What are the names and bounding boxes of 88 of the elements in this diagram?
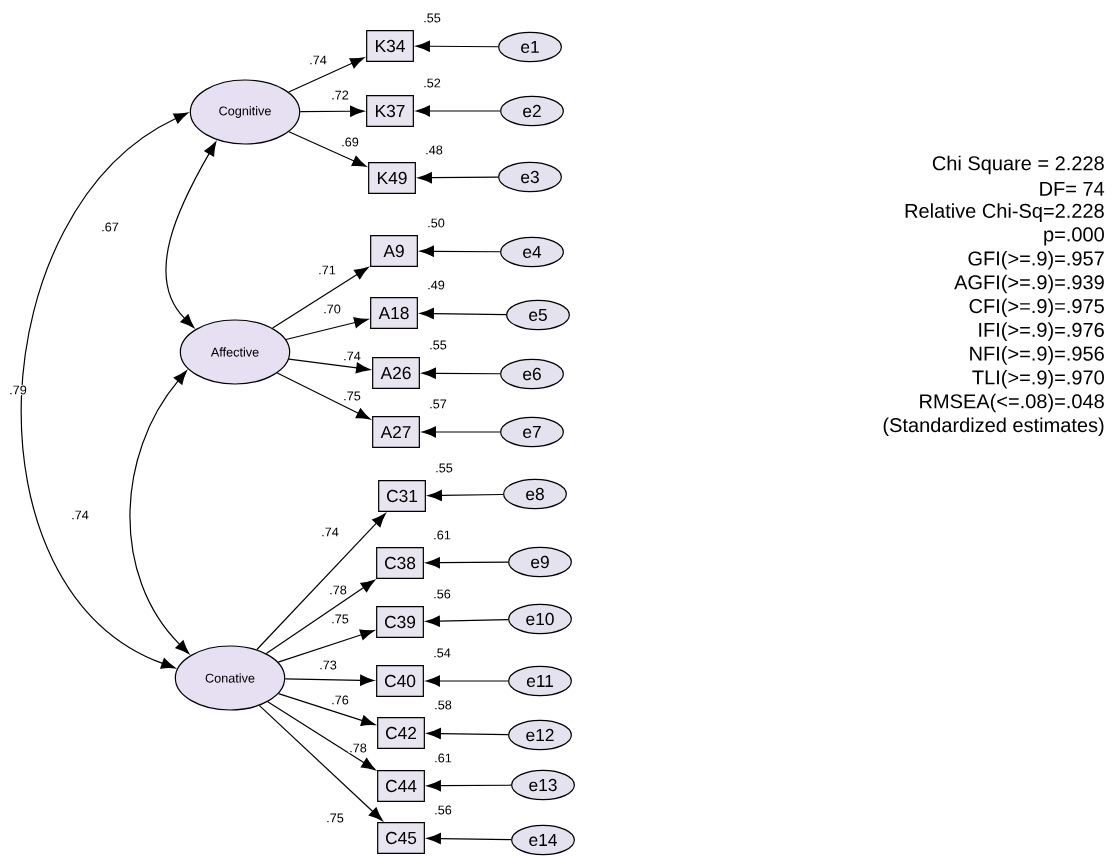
estimate-label: .55: [424, 13, 441, 23]
observed-variable-box: A9: [370, 235, 418, 267]
fit-statistic: DF= 74: [1040, 181, 1105, 196]
path-arrow: [288, 358, 371, 374]
edge-label: .74: [344, 351, 361, 361]
estimate-label: .55: [436, 463, 453, 473]
fit-statistic: Relative Chi-Sq=2.228: [905, 203, 1104, 222]
observed-variable-box: K34: [366, 30, 414, 62]
edge-label: .69: [342, 137, 359, 147]
edge-label: .74: [322, 527, 339, 537]
edge-label: .78: [330, 585, 347, 595]
path-arrow: [427, 489, 504, 501]
estimate-label: .57: [430, 399, 447, 409]
edge-label: .73: [320, 660, 337, 670]
path-arrow: [277, 693, 376, 726]
observed-variable-box: C44: [377, 770, 425, 802]
fit-statistic: CFI(>=.9)=.975: [969, 298, 1104, 318]
fit-statistic: IFI(>=.9)=.976: [979, 322, 1104, 341]
edge-label: .75: [332, 614, 349, 624]
fit-statistic: GFI(>=.9)=.957: [968, 250, 1104, 270]
observed-variable-box: C42: [377, 717, 425, 749]
path-arrow: [417, 172, 499, 184]
edge-label: .75: [327, 813, 344, 823]
path-arrow: [426, 780, 512, 792]
path-arrow: [265, 579, 376, 655]
edge-label: .70: [324, 304, 341, 314]
observed-variable-box: A18: [370, 297, 418, 329]
observed-variable-box: K37: [366, 95, 414, 127]
path-arrow: [421, 426, 501, 438]
fit-statistic: p=.000: [1044, 227, 1104, 246]
fit-statistic: AGFI(>=.9)=.939: [954, 274, 1104, 294]
path-arrow: [272, 266, 369, 329]
observed-variable-box: A26: [372, 357, 420, 389]
estimate-label: .48: [426, 145, 443, 155]
correlation-arrow: [129, 370, 190, 655]
path-arrow: [419, 307, 507, 320]
path-arrow: [425, 675, 509, 687]
path-arrow: [426, 728, 509, 740]
estimate-label: .61: [435, 753, 452, 763]
path-arrow: [284, 674, 375, 686]
path-arrow: [425, 615, 509, 627]
edge-label: .75: [344, 391, 361, 401]
path-arrow: [419, 245, 501, 257]
observed-variable-box: C39: [376, 606, 424, 638]
edge-label: .67: [102, 222, 119, 232]
correlation-arrow: [165, 141, 217, 329]
path-arrow: [256, 513, 386, 651]
observed-variable-box: C38: [376, 547, 424, 579]
edge-label: .79: [10, 385, 27, 395]
observed-variable-box: K49: [368, 162, 416, 194]
path-arrow: [426, 833, 512, 845]
observed-variable-box: C45: [377, 822, 425, 854]
estimate-label: .56: [435, 805, 452, 815]
edge-label: .71: [319, 265, 336, 275]
fit-statistic: Chi Square = 2.228: [932, 155, 1104, 175]
path-arrow: [276, 372, 371, 420]
fit-statistic: TLI(>=.9)=.970: [972, 369, 1104, 389]
estimate-label: .55: [430, 340, 447, 350]
path-arrow: [288, 57, 365, 93]
estimate-label: .50: [428, 218, 445, 228]
fit-statistic: (Standardized estimates): [883, 417, 1104, 437]
path-arrow: [258, 704, 383, 821]
estimate-label: .58: [435, 700, 452, 710]
observed-variable-box: C40: [376, 665, 424, 697]
path-arrow: [285, 317, 369, 341]
edge-label: .72: [332, 90, 349, 100]
path-arrow: [299, 105, 365, 117]
path-arrow: [421, 367, 501, 379]
path-arrow: [425, 557, 509, 569]
fit-statistic: NFI(>=.9)=.956: [970, 346, 1104, 365]
estimate-label: .52: [424, 78, 441, 88]
estimate-label: .56: [434, 589, 451, 599]
observed-variable-box: C31: [378, 480, 426, 512]
path-arrow: [415, 40, 499, 52]
path-arrow: [277, 629, 375, 663]
estimate-label: .49: [428, 280, 445, 290]
edge-label: .78: [350, 743, 367, 753]
estimate-label: .61: [434, 530, 451, 540]
path-arrow: [288, 131, 367, 167]
correlation-arrow: [20, 112, 189, 669]
estimate-label: .54: [434, 648, 451, 658]
edge-label: .74: [72, 510, 89, 520]
fit-statistic: RMSEA(<=.08)=.048: [920, 393, 1104, 413]
path-arrow: [267, 701, 376, 771]
path-arrow: [415, 105, 501, 117]
observed-variable-box: A27: [372, 416, 420, 448]
edge-label: .74: [310, 55, 327, 65]
edge-label: .76: [332, 695, 349, 705]
